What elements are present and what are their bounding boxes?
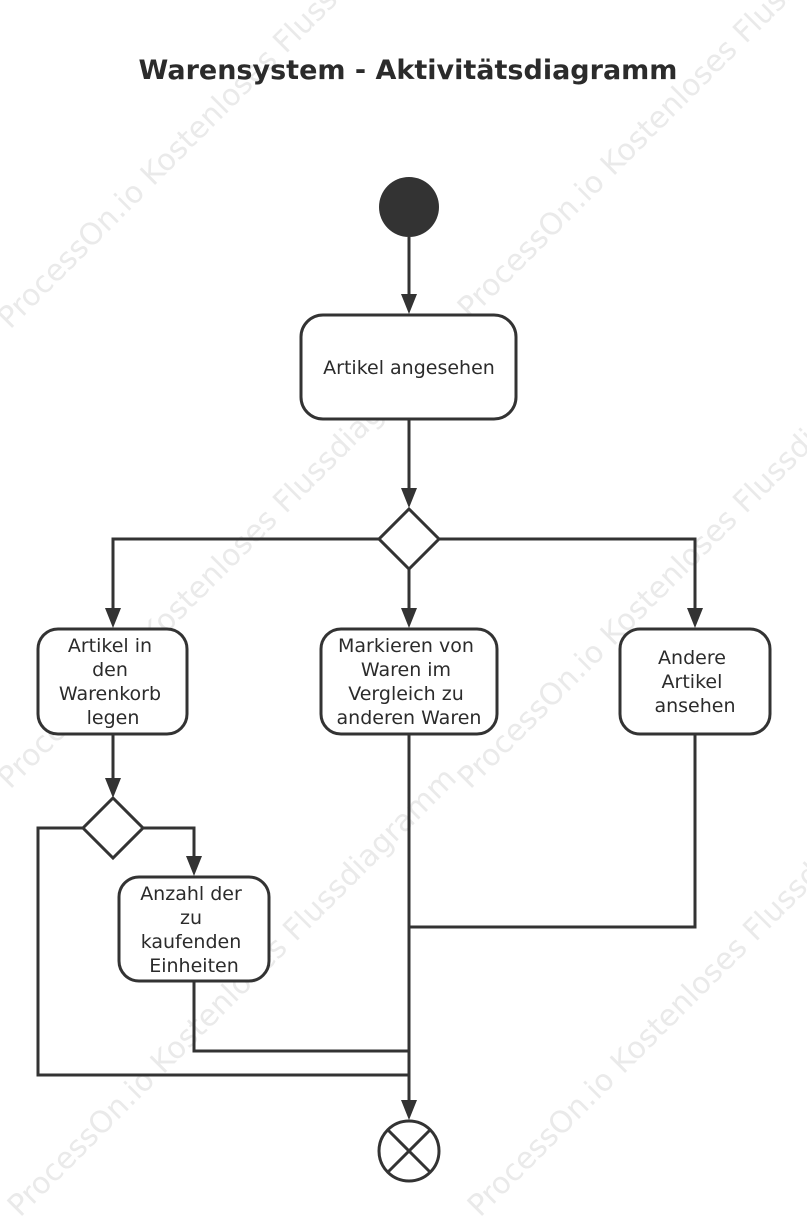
activity-quantity-label: Anzahl der zu kaufenden Einheiten (140, 883, 248, 977)
activity-compare: Markieren von Waren im Vergleich zu ande… (319, 627, 499, 736)
decision-node-2 (80, 795, 146, 861)
arrowhead (105, 608, 121, 628)
arrowhead (687, 608, 703, 628)
watermark-2: ProcessOn.io Kostenloses Flussdiagramm (451, 0, 807, 326)
activity-others: Andere Artikel ansehen (618, 627, 772, 736)
end-node (377, 1119, 441, 1183)
edge-decision-to-cart (111, 537, 379, 610)
edge-decision-to-others (439, 537, 697, 610)
activity-cart-label: Artikel in den Warenkorb legen (59, 635, 167, 729)
activity-compare-label: Markieren von Waren im Vergleich zu ande… (337, 635, 482, 729)
arrowhead (105, 778, 121, 798)
edges (36, 237, 703, 1120)
arrowhead (401, 1100, 417, 1120)
edge-others-to-merge (409, 734, 697, 929)
arrowhead (401, 294, 417, 314)
activity-viewed: Artikel angesehen (299, 313, 518, 421)
activity-viewed-label: Artikel angesehen (323, 357, 495, 379)
edge-quantity-to-end (192, 981, 409, 1053)
start-node (379, 177, 439, 237)
diagram-title: Warensystem - Aktivitätsdiagramm (139, 55, 678, 86)
watermark-1: ProcessOn.io Kostenloses Flussdiagramm (0, 0, 454, 336)
arrowhead (401, 608, 417, 628)
decision-node-1 (376, 506, 442, 572)
edge-decision2-to-end (36, 826, 409, 1077)
edge-decision2-to-quantity (143, 826, 196, 858)
arrowhead (186, 856, 202, 876)
activity-others-label: Andere Artikel ansehen (654, 647, 735, 717)
watermark-6: ProcessOn.io Kostenloses Flussdiagramm (461, 761, 807, 1218)
arrowhead (401, 488, 417, 508)
activity-quantity: Anzahl der zu kaufenden Einheiten (117, 875, 271, 983)
activity-cart: Artikel in den Warenkorb legen (36, 627, 189, 736)
